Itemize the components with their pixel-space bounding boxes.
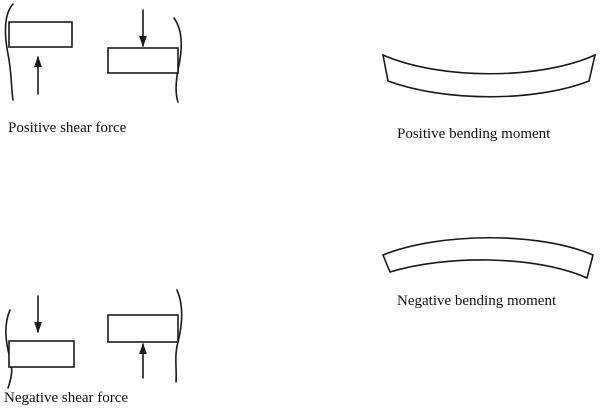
negative-shear-right-element (107, 289, 183, 383)
positive-shear-right-block (107, 47, 179, 74)
positive-bending-beam (381, 53, 597, 98)
negative-shear-left-block (8, 340, 75, 368)
positive-shear-left-element (4, 3, 73, 101)
positive-shear-left-cut-line (4, 3, 14, 101)
negative-shear-right-block (107, 314, 179, 343)
positive-bending-caption: Positive bending moment (397, 126, 551, 142)
negative-bending-beam (381, 237, 594, 280)
positive-shear-left-block (8, 21, 73, 48)
negative-bending-caption: Negative bending moment (397, 293, 557, 309)
negative-shear-left-element (5, 295, 75, 389)
negative-shear-caption: Negative shear force (4, 390, 129, 406)
positive-shear-caption: Positive shear force (8, 120, 127, 136)
positive-shear-right-element (107, 9, 183, 103)
